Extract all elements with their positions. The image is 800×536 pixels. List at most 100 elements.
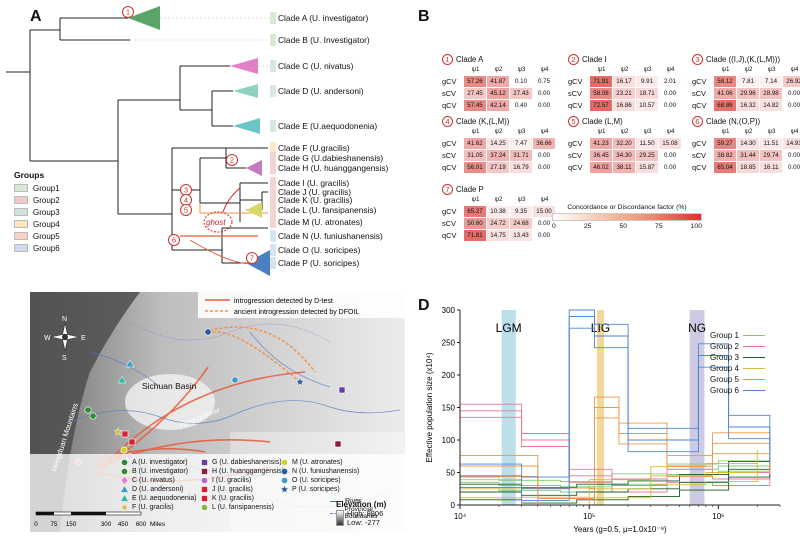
cf-cell: 7.81	[737, 75, 759, 87]
map-point-13	[204, 328, 212, 336]
scale-tick: 150	[66, 521, 77, 528]
group-legend-item: Group4	[14, 218, 84, 230]
species-marker	[280, 485, 289, 494]
cf-cell: 71.81	[464, 229, 486, 241]
species-label: O (U. soricipes)	[292, 477, 341, 484]
y-tick-label: 250	[442, 339, 456, 348]
group-legend-item: Group5	[14, 230, 84, 242]
cf-cell: 11.51	[760, 137, 782, 149]
y-tick-label: 0	[451, 501, 456, 510]
cf-cell: 42.14	[487, 99, 509, 111]
cf-row-label: sCV	[442, 88, 456, 98]
cf-cell: 0.00	[533, 217, 555, 229]
clade-label-11: Clade L (U. fansipanensis)	[278, 205, 377, 215]
clade-group-bar	[270, 204, 276, 216]
cf-table-title: Clade (N,(O,P))	[706, 117, 761, 126]
species-label: M (U. atronates)	[292, 459, 343, 466]
cf-cell: 41.62	[464, 137, 486, 149]
scale-tick: 75	[51, 521, 58, 528]
psi-header: ψ2	[744, 128, 753, 135]
cf-table-number: 4	[442, 116, 453, 127]
clade-label-10: Clade K (U. gracilis)	[278, 195, 353, 205]
species-label: A (U. investigator)	[132, 459, 188, 466]
clade-label-6: Clade G (U.dabieshanensis)	[278, 153, 384, 163]
cf-table-number: 5	[568, 116, 579, 127]
series-line-3	[460, 468, 758, 506]
psi-header: ψ3	[517, 128, 526, 135]
compass-rose	[50, 322, 80, 352]
clade-group-bar	[270, 257, 276, 269]
cf-cell: 26.92	[783, 75, 800, 87]
clade-label-8: Clade I (U. gracilis)	[278, 178, 350, 188]
species-label: C (U. nivatus)	[132, 477, 175, 484]
cf-table-title: Clade I	[582, 55, 607, 64]
map-point-4	[117, 375, 127, 384]
cf-cell: 56.01	[464, 161, 486, 173]
clade-group-bar	[270, 230, 276, 242]
species-legend-item: I (U. gracilis)	[200, 476, 251, 485]
cf-cell: 27.43	[510, 87, 532, 99]
cf-cell: 0.00	[659, 87, 681, 99]
cf-row-label: sCV	[568, 150, 582, 160]
clade-label-15: Clade P (U. soricipes)	[278, 258, 360, 268]
cf-cell: 10.57	[636, 99, 658, 111]
psmc-legend-label: Group 1	[710, 331, 739, 340]
psmc-legend-swatch	[742, 367, 765, 370]
psmc-legend-item: Group 1	[710, 330, 765, 341]
scale-tick: 600	[136, 521, 147, 528]
psi-header: ψ1	[471, 196, 480, 203]
cf-cell: 32.20	[613, 137, 635, 149]
psi-header: ψ4	[666, 128, 675, 135]
node-marker-label: 4	[184, 196, 188, 205]
elevation-title: Elevation (m)	[336, 500, 387, 509]
cf-table-title: Clade A	[456, 55, 484, 64]
cf-cell: 9.35	[510, 205, 532, 217]
cf-row-label: gCV	[442, 138, 457, 148]
psmc-legend-label: Group 4	[710, 364, 739, 373]
cf-row-label: sCV	[568, 88, 582, 98]
ghost-lineage	[203, 211, 233, 233]
psi-header: ψ3	[643, 66, 652, 73]
compass-e: E	[81, 335, 86, 342]
band-label: NG	[688, 321, 706, 335]
psmc-legend-label: Group 3	[710, 353, 739, 362]
clade-group-bar	[270, 194, 276, 206]
node-marker-2	[226, 154, 238, 166]
species-label: K (U. gracilis)	[212, 495, 255, 502]
panel-label-d: D	[418, 297, 430, 314]
node-marker-label: 1	[126, 8, 130, 17]
clade-c-triangle	[230, 58, 258, 74]
group-label: Group4	[33, 219, 60, 229]
series-line-4	[460, 396, 771, 489]
map-point-1	[89, 412, 97, 420]
clade-group-bar	[270, 120, 276, 132]
colorbar-tick: 75	[655, 223, 663, 230]
clade-group-bar	[270, 216, 276, 228]
group-label: Group2	[33, 195, 60, 205]
cf-cell: 46.02	[590, 161, 612, 173]
psi-header: ψ4	[790, 66, 799, 73]
psmc-legend-swatch	[742, 356, 765, 359]
panel-c-map: N S E W Sichuan Basin Yangtze River Heng…	[30, 292, 405, 532]
cf-cell: 36.45	[590, 149, 612, 161]
psi-header: ψ2	[494, 196, 503, 203]
cf-cell: 15.87	[636, 161, 658, 173]
psmc-legend-swatch	[742, 345, 765, 348]
cf-cell: 29.96	[737, 87, 759, 99]
cf-row-label: gCV	[568, 76, 583, 86]
psmc-legend-item: Group 4	[710, 363, 765, 374]
cf-cell: 58.12	[714, 75, 736, 87]
elevation-low: Low: -277	[347, 518, 380, 527]
node-marker-6	[168, 234, 180, 246]
species-marker	[120, 476, 129, 485]
cf-cell: 0.00	[533, 229, 555, 241]
cf-cell: 15.00	[533, 205, 555, 217]
cf-cell: 31.05	[464, 149, 486, 161]
cf-cell: 16.17	[613, 75, 635, 87]
